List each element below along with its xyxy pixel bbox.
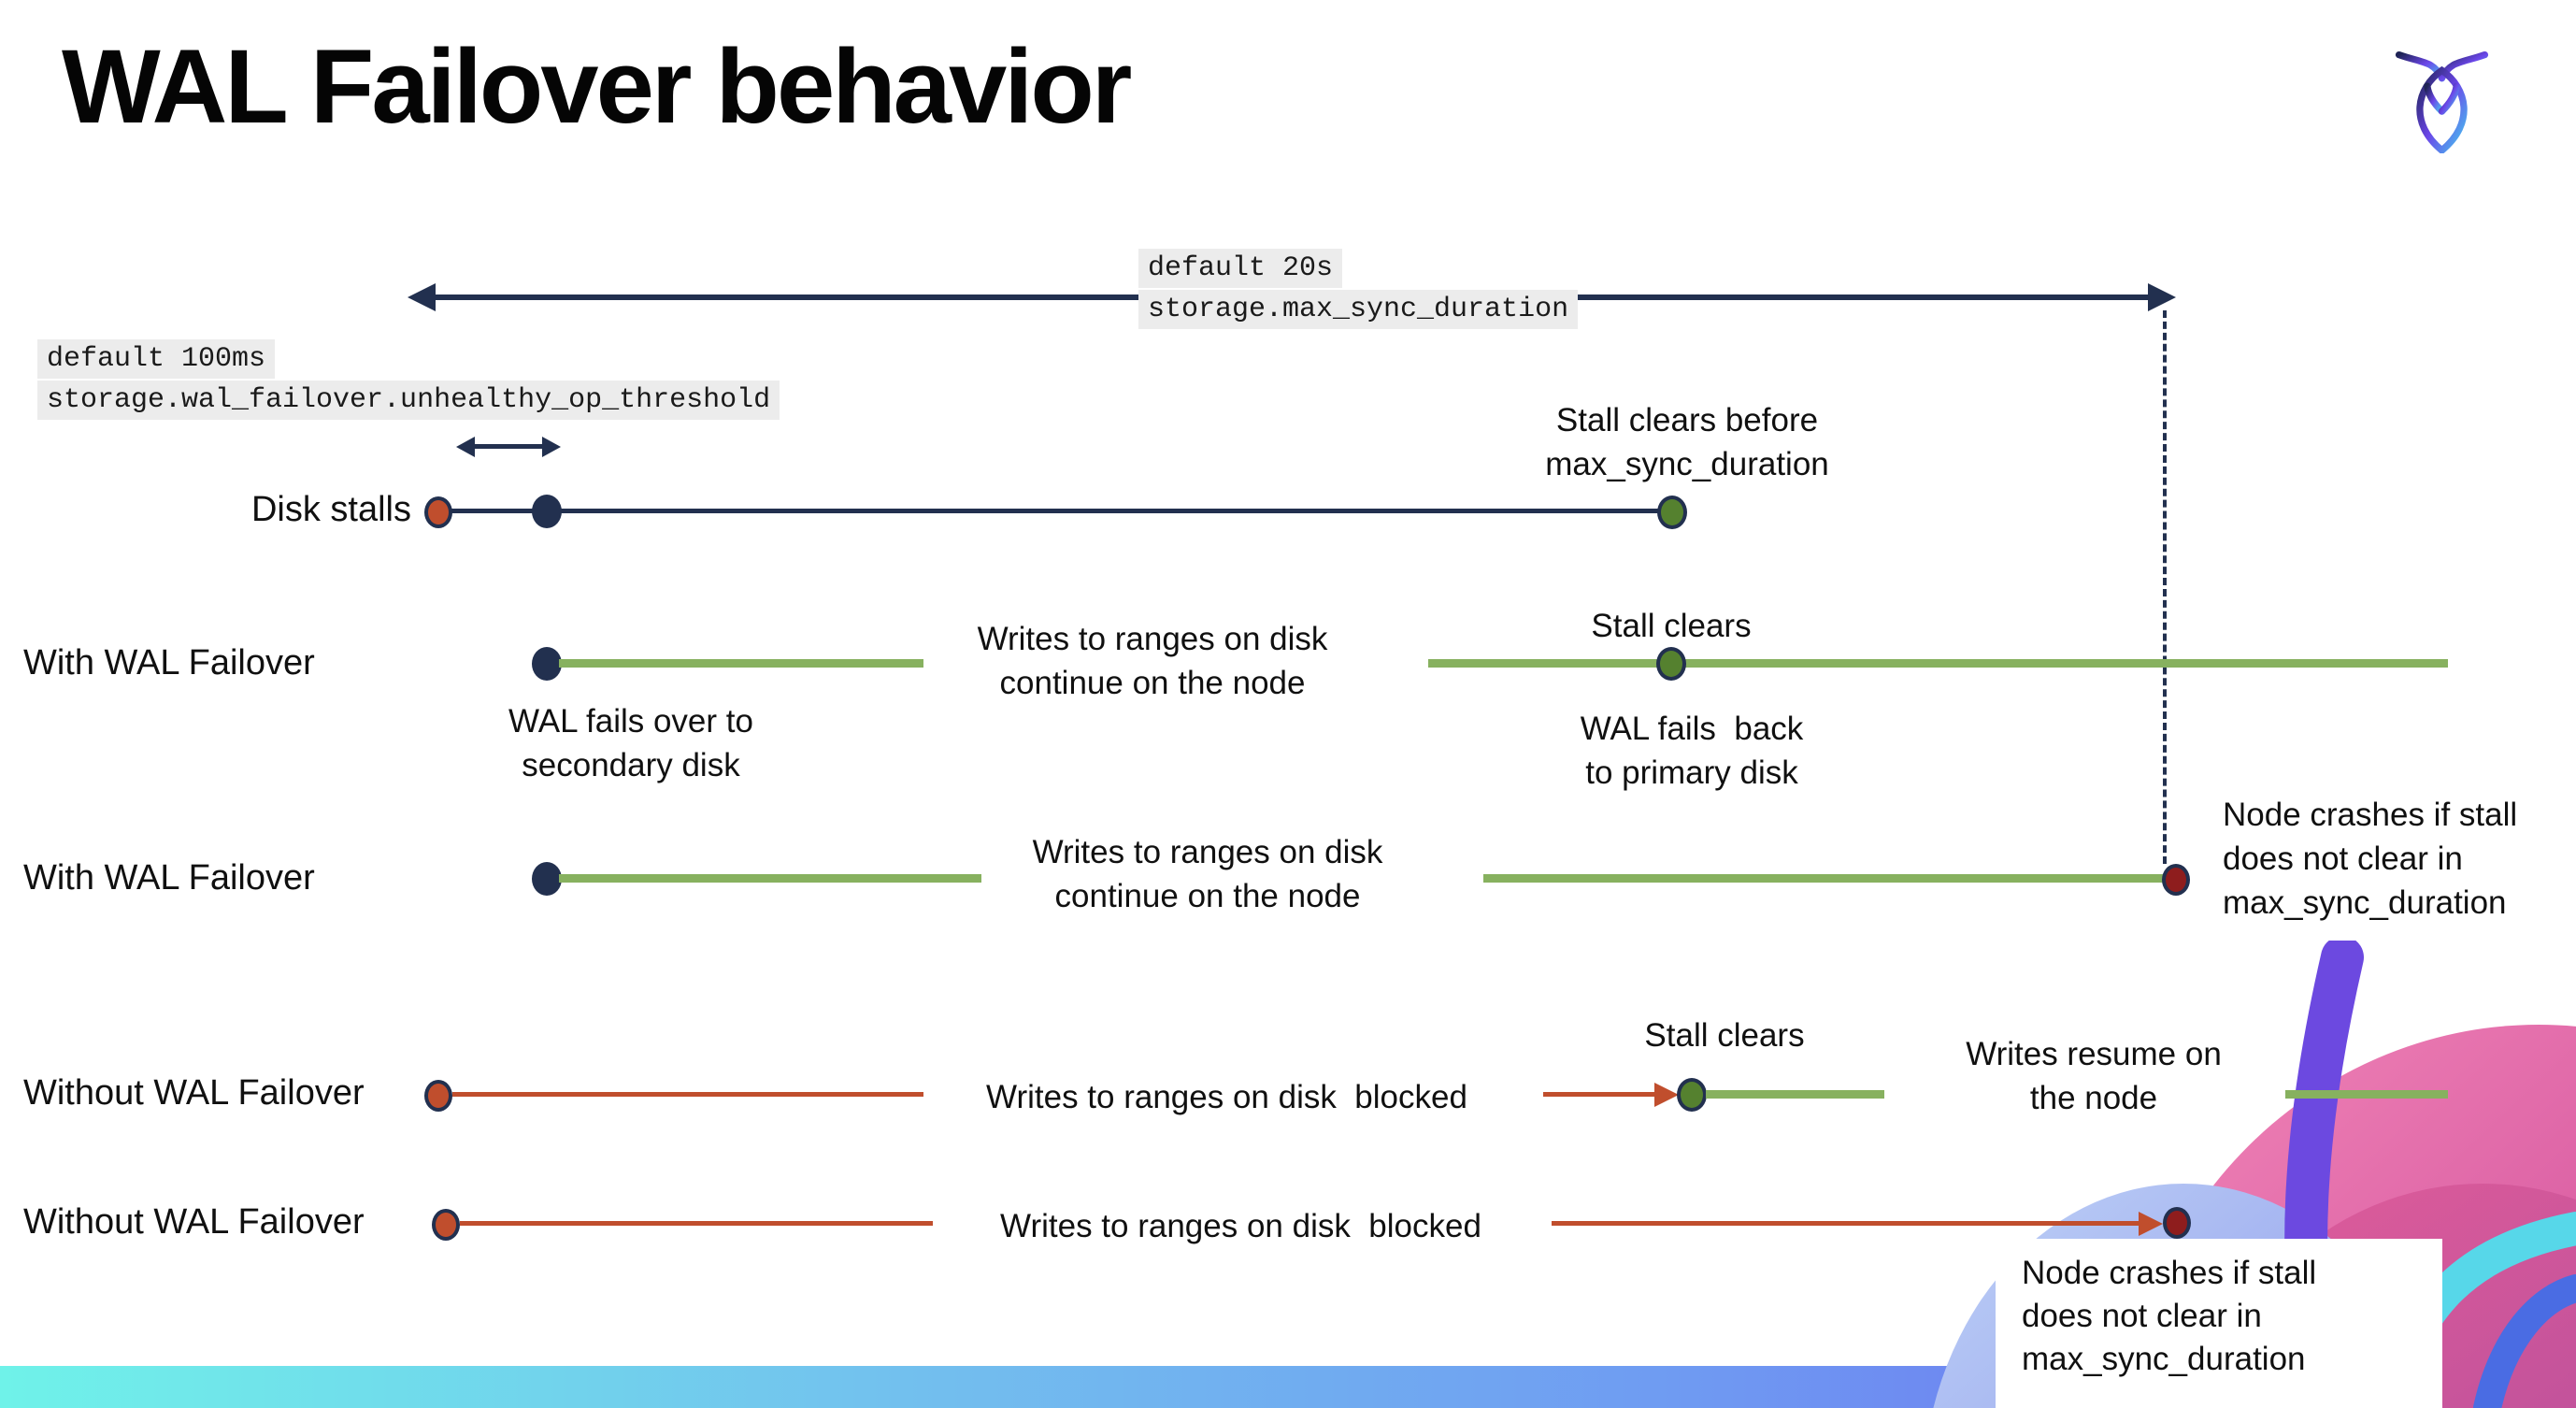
failover-dot-2	[532, 862, 562, 896]
crash-note-callout: Node crashes if stall does not clear in …	[1996, 1239, 2442, 1408]
writes-continue-line-2	[1428, 659, 2448, 668]
wal-fails-back-note: WAL fails back to primary disk	[1580, 711, 1804, 791]
stall-clears-dot-3	[1677, 1078, 1707, 1112]
stall-clears-note-1: Stall clears	[1591, 608, 1752, 644]
row-label-disk-stalls: Disk stalls	[250, 490, 411, 529]
stall-start-dot-2	[424, 1080, 452, 1112]
writes-resume-note: Writes resume on the node	[1966, 1036, 2222, 1116]
cockroachdb-logo-icon	[2395, 50, 2489, 153]
stall-clears-dot-2	[1656, 647, 1686, 681]
writes-blocked-line-1	[452, 1092, 923, 1097]
writes-resume-line-1	[1706, 1090, 1884, 1099]
arrow-left-head-icon	[408, 283, 436, 311]
max-sync-setting-chip: storage.max_sync_duration	[1138, 290, 1579, 329]
max-sync-default-chip: default 20s	[1138, 249, 1343, 288]
stall-clears-before-note: Stall clears before max_sync_duration	[1545, 402, 1829, 482]
row-label-with-wal-failover-2: With WAL Failover	[23, 858, 315, 898]
stall-start-dot	[424, 496, 452, 528]
unhealthy-op-setting-chip: storage.wal_failover.unhealthy_op_thresh…	[37, 381, 780, 420]
writes-continue-note-2: Writes to ranges on disk continue on the…	[1032, 834, 1383, 914]
writes-resume-line-2	[2285, 1090, 2448, 1099]
node-crash-dot-2	[2163, 1207, 2191, 1239]
writes-continue-line-4	[1483, 874, 2177, 883]
writes-blocked-arrow-line-1	[1543, 1092, 1655, 1097]
node-crashes-note-top: Node crashes if stall does not clear in …	[2223, 797, 2518, 921]
node-crashes-note-bottom: Node crashes if stall does not clear in …	[2022, 1255, 2317, 1377]
unhealthy-op-default-chip: default 100ms	[37, 339, 276, 379]
arrow-right-head-icon	[2148, 283, 2176, 311]
writes-continue-note-1: Writes to ranges on disk continue on the…	[977, 621, 1328, 701]
failover-dot	[532, 647, 562, 681]
disk-stalls-timeline	[438, 509, 1672, 513]
stall-clears-dot	[1657, 496, 1687, 529]
row-label-without-wal-failover-1: Without WAL Failover	[23, 1073, 365, 1113]
wal-fails-over-note: WAL fails over to secondary disk	[508, 703, 753, 783]
mini-arrow-right-head-icon	[542, 437, 561, 457]
writes-blocked-note-1: Writes to ranges on disk blocked	[986, 1079, 1467, 1115]
stall-start-dot-3	[432, 1209, 460, 1241]
node-crash-dot-1	[2162, 864, 2190, 896]
row-label-with-wal-failover-1: With WAL Failover	[23, 643, 315, 682]
red-arrow-head-icon-1	[1654, 1083, 1679, 1107]
max-sync-deadline-dashed-line	[2163, 310, 2167, 864]
page-title: WAL Failover behavior	[62, 28, 1132, 145]
threshold-dot	[532, 495, 562, 528]
writes-blocked-arrow-line-2	[1552, 1221, 2140, 1226]
row-label-without-wal-failover-2: Without WAL Failover	[23, 1202, 365, 1242]
writes-continue-line-1	[559, 659, 923, 668]
writes-blocked-line-2	[460, 1221, 933, 1226]
mini-arrow-left-head-icon	[456, 437, 475, 457]
writes-continue-line-3	[559, 874, 981, 883]
writes-blocked-note-2: Writes to ranges on disk blocked	[1000, 1208, 1481, 1244]
threshold-span-arrow	[472, 444, 542, 449]
stall-clears-note-2: Stall clears	[1644, 1017, 1805, 1054]
red-arrow-head-icon-2	[2139, 1212, 2163, 1236]
